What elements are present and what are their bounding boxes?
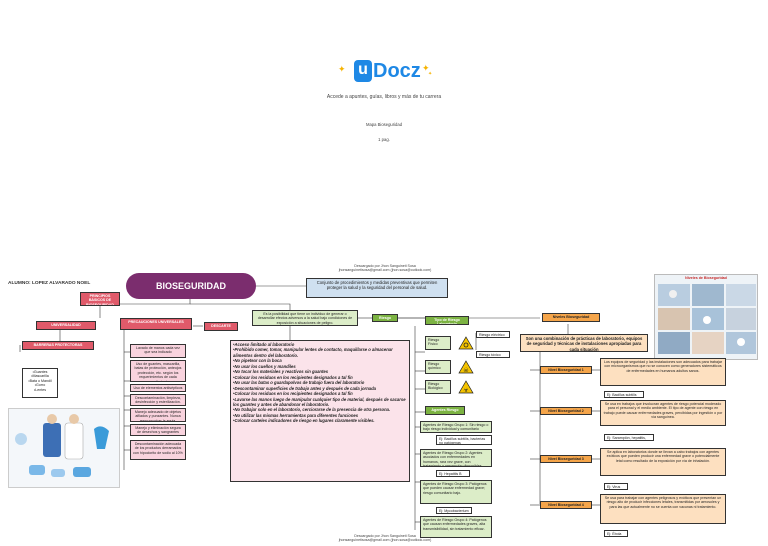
agent-group: Agentes de Riesgo Grupo 3: Patógenos que… <box>420 480 492 504</box>
svg-text:☣: ☣ <box>463 387 469 394</box>
agent-example: Ej: Mycobacterium <box>436 507 472 514</box>
level-example: Ej: Ébola <box>604 530 628 537</box>
precaution-item: Descontaminación adecuada de los product… <box>130 440 186 460</box>
agent-group: Agentes de Riesgo Grupo 4: Patógenos que… <box>420 516 492 538</box>
logo-text: Docz <box>373 60 421 82</box>
risk-type-item: Riesgo químico <box>425 360 451 374</box>
rule-item: •Colocar los residuos en los recipientes… <box>233 391 353 397</box>
level-text: Se usa en trabajos que involucran agente… <box>600 400 726 426</box>
risk-type-item: Riesgo Biológico <box>425 380 451 394</box>
rule-item: •Acceso limitado al laboratorio <box>233 342 295 347</box>
rule-item: •Prohibido comer, tomar, manipular lente… <box>233 347 393 358</box>
rule-item: •Colocar los residuos en los recipientes… <box>233 374 353 380</box>
toxic-icon: ☠ <box>458 360 474 374</box>
rule-item: •Colocar carteles indicadores de riesgo … <box>233 418 375 424</box>
descarte-node: DESCARTE <box>204 322 238 331</box>
map-title-text: BIOSEGURIDAD <box>155 281 226 291</box>
level-text: Los equipos de seguridad y las instalaci… <box>600 358 726 386</box>
rule-item: •No usar las batas o guardapolvos de tra… <box>233 380 365 386</box>
watermark-line: jhonsanguinetisosa@gmail.com (jhon.sosa@… <box>338 538 432 543</box>
sparkle-icon: ✦ <box>428 71 433 77</box>
level-label: Nivel Bioseguridad 1 <box>540 366 592 374</box>
precautions-node: PRECAUCIONES UNIVERSALES <box>120 318 192 330</box>
agent-example: Ej: Bacillus subtilis, bacterias no pató… <box>436 435 492 445</box>
risk-symbol-label: Riesgo eléctrico <box>476 331 510 338</box>
barriers-node: BARRERAS PROTECTORAS <box>22 341 94 350</box>
rule-item: •Descontaminar superficies de trabajo an… <box>233 385 376 391</box>
levels-intro: Son una combinación de prácticas de labo… <box>520 334 648 352</box>
risk-symbol-label: Riesgo tóxico <box>476 351 510 358</box>
level-label: Nivel Bioseguridad 3 <box>540 455 592 463</box>
level-example: Ej: Virus <box>604 483 628 490</box>
udocz-logo[interactable]: u Docz <box>354 60 421 86</box>
precaution-item: Descontaminación, limpieza, desinfección… <box>130 394 186 406</box>
rule-item: •No pipetear con la boca <box>233 358 282 364</box>
sparkle-icon: ✦ <box>422 63 430 73</box>
tagline: Accede a apuntes, guías, libros y más de… <box>326 94 442 100</box>
level-label: Nivel Bioseguridad 4 <box>540 501 592 509</box>
definition-box: Conjunto de procedimientos y medidas pre… <box>306 278 448 298</box>
risk-type-item: Riesgo Físico <box>425 336 451 350</box>
precaution-item: Manejo y eliminación segura de desechos … <box>130 424 186 436</box>
rule-item: •Lavarse las manos luego de manipular cu… <box>233 396 406 407</box>
watermark-top: Descargado por Jhon Sanguineti Sosa jhon… <box>330 264 440 273</box>
level-label: Nivel Bioseguridad 2 <box>540 407 592 415</box>
list-item: •Gorro <box>34 383 46 388</box>
principles-label: PRINCIPIOS BÁSICOS DE BIOSEGURIDAD <box>80 292 120 306</box>
precaution-item: Uso de guantes, mascarilla, batas de pro… <box>130 360 186 382</box>
map-title: BIOSEGURIDAD <box>126 273 256 299</box>
level-text: Se usa para trabajar con agentes peligro… <box>600 494 726 524</box>
doc-title: Mapa Bioseguridad <box>365 122 403 127</box>
rule-item: •No tocar los materiales y reactivos sin… <box>233 369 329 375</box>
photo-title: Niveles de Bioseguridad <box>685 276 727 280</box>
list-item: •Lentes <box>33 387 47 392</box>
lab-photos <box>658 284 756 355</box>
risk-intro-box: Es la posibilidad que tiene un individuo… <box>252 310 358 326</box>
list-item: •Guantes <box>32 370 48 374</box>
agents-header: Agentes Riesgo <box>425 406 465 415</box>
level-example: Ej: Sarampión, hepatitis, VIH <box>604 434 654 441</box>
page-count: 1 pag. <box>378 137 390 142</box>
logo-u: u <box>354 60 372 82</box>
watermark-line: Descargado por Jhon Sanguineti Sosa <box>354 264 416 268</box>
list-item: •Mascarilla <box>31 374 49 379</box>
agent-example: Ej: Hepatitis B <box>436 470 470 477</box>
biohazard-icon <box>458 336 474 350</box>
lab-rules-box: •Acceso limitado al laboratorio •Prohibi… <box>230 340 410 482</box>
precaution-item: Manejo adecuado de objetos afilados y pu… <box>130 408 186 422</box>
precaution-item: Uso de elementos antisépticos <box>130 384 186 392</box>
rule-item: •No utilizar las mismas herramientas par… <box>233 412 359 418</box>
sparkle-icon: ✦ <box>338 64 346 74</box>
agent-group: Agentes de Riesgo Grupo 1: Sin riesgo o … <box>420 421 492 433</box>
ppe-drawing <box>15 414 109 477</box>
watermark-line: Descargado por Jhon Sanguineti Sosa <box>354 534 416 538</box>
universality-node: UNIVERSALIDAD <box>36 321 96 330</box>
svg-text:☠: ☠ <box>463 367 469 374</box>
rule-item: •No trabajar solo en el laboratorio, cer… <box>233 407 391 413</box>
riesgo-node: Riesgo <box>372 314 398 322</box>
watermark-line: jhonsanguinetisosa@gmail.com (jhon.sosa@… <box>338 268 432 273</box>
author-label: ALUMNO: LOPEZ ALVARADO NOEL <box>8 281 91 286</box>
levels-header: Niveles Bioseguridad <box>542 313 600 322</box>
level-example: Ej: Bacillus subtilis <box>604 391 644 398</box>
level-text: Se aplica en laboratorios donde se lleva… <box>600 448 726 476</box>
lab-photo-collage: Niveles de Bioseguridad <box>654 274 758 360</box>
rule-item: •No usar los cuellos y mandiles <box>233 363 296 369</box>
list-item: •Bata o Mandil <box>28 378 52 383</box>
barrier-items-box: •Guantes •Mascarilla •Bata o Mandil •Gor… <box>22 368 58 398</box>
ppe-illustration <box>8 408 120 488</box>
watermark-bottom: Descargado por Jhon Sanguineti Sosa jhon… <box>330 534 440 543</box>
biohazard-icon: ☣ <box>458 380 474 394</box>
agent-group: Agentes de Riesgo Grupo 2: Agentes asoci… <box>420 449 492 467</box>
risk-types-header: Tipo de Riesgo Laboratorio <box>425 316 469 325</box>
precaution-item: Lavado de manos cada vez que sea indicad… <box>130 344 186 358</box>
